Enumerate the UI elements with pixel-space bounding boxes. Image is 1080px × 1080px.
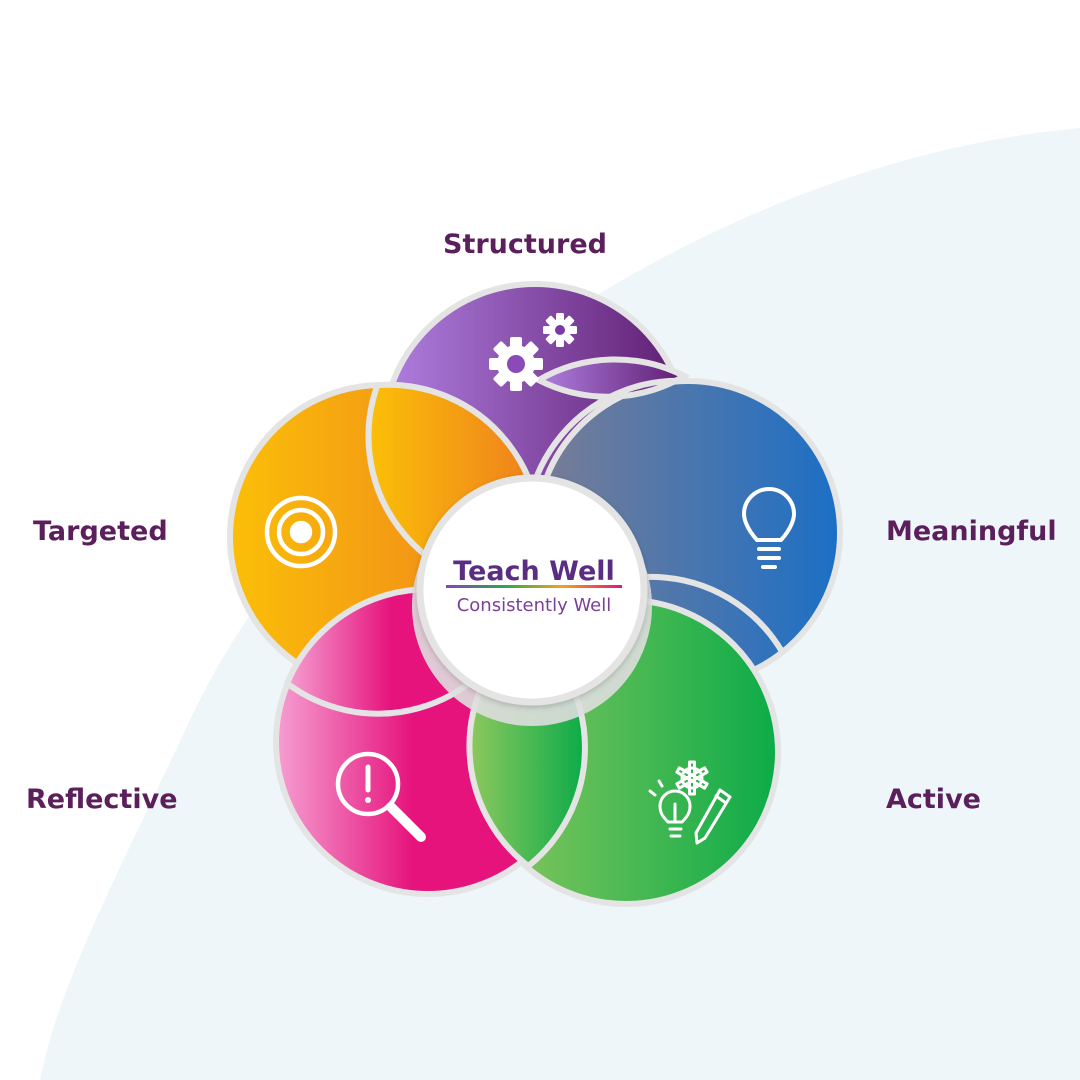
- center-title-underline: [446, 585, 622, 588]
- magnifier-exclamation-icon: [335, 751, 426, 842]
- overlap-structured-meaningful: [532, 356, 691, 400]
- center-subtitle: Consistently Well: [457, 595, 612, 616]
- label-meaningful: Meaningful: [886, 516, 1057, 547]
- center-circle: [416, 474, 648, 706]
- label-targeted: Targeted: [33, 516, 168, 547]
- label-reflective: Reflective: [26, 784, 178, 815]
- center-title: Teach Well: [453, 556, 615, 587]
- gears-icon: [489, 313, 577, 391]
- ideas-bulb-pencil-icon: [648, 760, 732, 845]
- label-active: Active: [886, 784, 981, 815]
- target-icon: [264, 495, 338, 569]
- label-structured: Structured: [443, 229, 607, 260]
- lightbulb-icon: [741, 487, 797, 569]
